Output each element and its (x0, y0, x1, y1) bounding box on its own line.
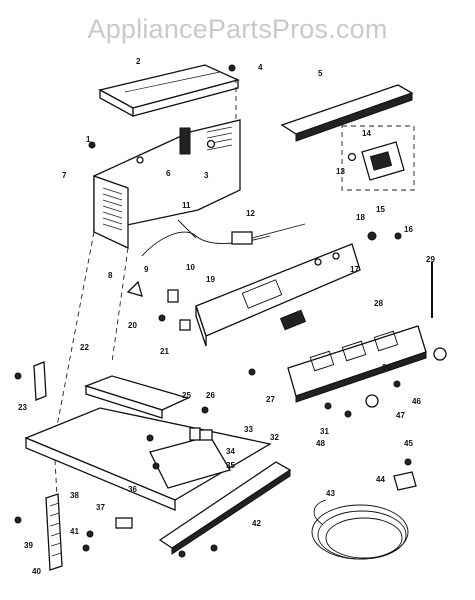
wire-harness (141, 219, 306, 257)
callout-20: 20 (128, 321, 137, 330)
callout-6: 6 (166, 169, 171, 178)
callout-27: 27 (266, 395, 275, 404)
top-cover-panel (98, 64, 240, 118)
callout-28: 28 (374, 299, 383, 308)
top-trim-strip (280, 84, 414, 142)
callout-13: 13 (336, 167, 345, 176)
callout-34: 34 (226, 447, 235, 456)
callout-46: 46 (412, 397, 421, 406)
callout-9: 9 (144, 265, 149, 274)
callout-3: 3 (204, 171, 209, 180)
callout-19: 19 (206, 275, 215, 284)
callout-11: 11 (182, 201, 191, 210)
callout-30: 30 (382, 363, 391, 372)
callout-48: 48 (316, 439, 325, 448)
callout-29: 29 (426, 255, 435, 264)
callout-4: 4 (258, 63, 263, 72)
callout-1: 1 (86, 135, 91, 144)
callout-38: 38 (70, 491, 79, 500)
plug-part (393, 471, 417, 491)
bottom-rail (158, 461, 292, 555)
callout-25: 25 (182, 391, 191, 400)
callout-32: 32 (270, 433, 279, 442)
control-panel-bracket (195, 243, 361, 347)
front-overlay-panel (287, 325, 427, 403)
callout-42: 42 (252, 519, 261, 528)
side-bracket (45, 493, 63, 571)
watermark-text: AppliancePartsPros.com (87, 14, 388, 44)
callout-21: 21 (160, 347, 169, 356)
callout-39: 39 (24, 541, 33, 550)
callout-45: 45 (404, 439, 413, 448)
callout-18: 18 (356, 213, 365, 222)
callout-8: 8 (108, 271, 113, 280)
callout-36: 36 (128, 485, 137, 494)
callout-35: 35 (226, 461, 235, 470)
callout-22: 22 (80, 343, 89, 352)
callout-12: 12 (246, 209, 255, 218)
power-cord (311, 499, 409, 560)
fasteners (14, 64, 447, 558)
switch-assembly-box (341, 125, 415, 191)
callout-7: 7 (62, 171, 67, 180)
callout-41: 41 (70, 527, 79, 536)
callout-2: 2 (136, 57, 141, 66)
left-hinge (33, 361, 47, 401)
callout-14: 14 (362, 129, 371, 138)
callout-43: 43 (326, 489, 335, 498)
callout-33: 33 (244, 425, 253, 434)
callout-26: 26 (206, 391, 215, 400)
callout-10: 10 (186, 263, 195, 272)
callout-16: 16 (404, 225, 413, 234)
callout-37: 37 (96, 503, 105, 512)
callout-23: 23 (18, 403, 27, 412)
callout-47: 47 (396, 411, 405, 420)
rear-housing (93, 119, 241, 250)
callout-17: 17 (350, 265, 359, 274)
callout-31: 31 (320, 427, 329, 436)
callout-44: 44 (376, 475, 385, 484)
callout-40: 40 (32, 567, 41, 576)
callout-5: 5 (318, 69, 323, 78)
callout-15: 15 (376, 205, 385, 214)
chassis-floor (24, 375, 272, 511)
